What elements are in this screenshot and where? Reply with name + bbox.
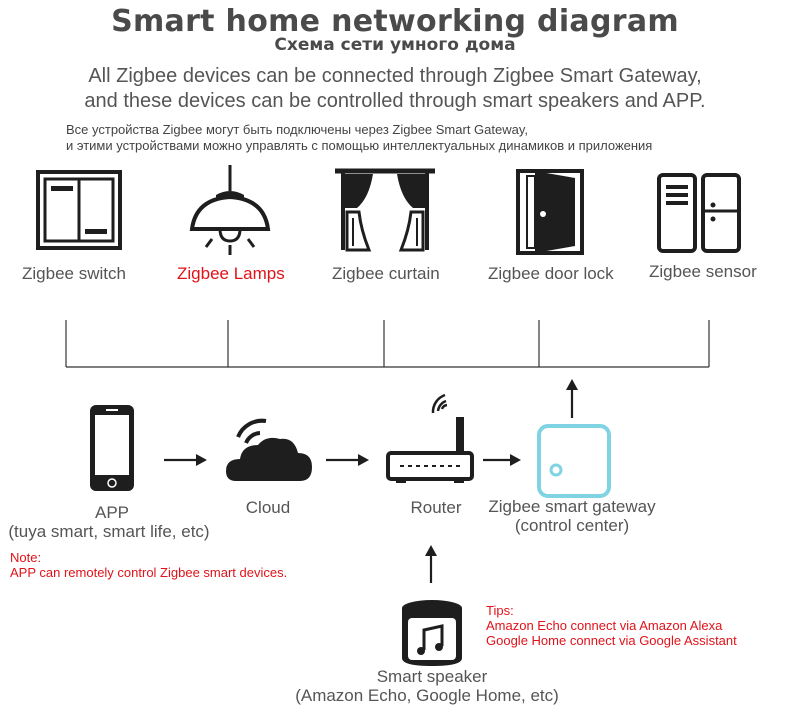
- gateway-label: Zigbee smart gateway: [488, 497, 656, 516]
- door-icon: [516, 169, 584, 255]
- router-icon: [386, 393, 474, 483]
- tips-line-2: Google Home connect via Google Assistant: [486, 633, 737, 648]
- gateway-icon: [537, 424, 611, 498]
- lamp-icon: [189, 165, 271, 255]
- curtain-icon: [335, 168, 435, 252]
- note-title: Note:: [10, 550, 42, 565]
- device-label-sensor: Zigbee sensor: [649, 262, 757, 281]
- gateway-sublabel: (control center): [514, 516, 630, 535]
- speaker-sublabel: (Amazon Echo, Google Home, etc): [295, 686, 559, 705]
- description-ru-line-2: и этими устройствами можно управлять с п…: [66, 138, 653, 153]
- speaker-label: Smart speaker: [376, 667, 488, 686]
- switch-icon: [36, 170, 122, 250]
- description-ru-line-1: Все устройства Zigbee могут быть подключ…: [66, 122, 528, 137]
- diagram-title: Smart home networking diagram: [111, 4, 679, 39]
- diagram-subtitle: Схема сети умного дома: [274, 35, 516, 55]
- cloud-icon: [226, 418, 312, 481]
- description-en-line-2: and these devices can be controlled thro…: [84, 90, 706, 112]
- app-label: APP: [94, 503, 130, 522]
- device-label-curtain: Zigbee curtain: [332, 264, 440, 283]
- speaker-icon: [402, 600, 462, 666]
- device-label-door-lock: Zigbee door lock: [488, 264, 614, 283]
- cloud-label: Cloud: [245, 498, 291, 517]
- phone-icon: [90, 405, 134, 491]
- device-label-switch: Zigbee switch: [22, 264, 126, 283]
- router-label: Router: [410, 498, 462, 517]
- sensor-icon: [657, 173, 741, 253]
- tips-line-1: Amazon Echo connect via Amazon Alexa: [486, 618, 723, 633]
- note-text: APP can remotely control Zigbee smart de…: [10, 565, 288, 580]
- app-sublabel: (tuya smart, smart life, etc): [8, 522, 210, 541]
- description-en-line-1: All Zigbee devices can be connected thro…: [88, 65, 702, 87]
- device-label-lamps: Zigbee Lamps: [177, 264, 285, 283]
- tips-title: Tips:: [486, 603, 514, 618]
